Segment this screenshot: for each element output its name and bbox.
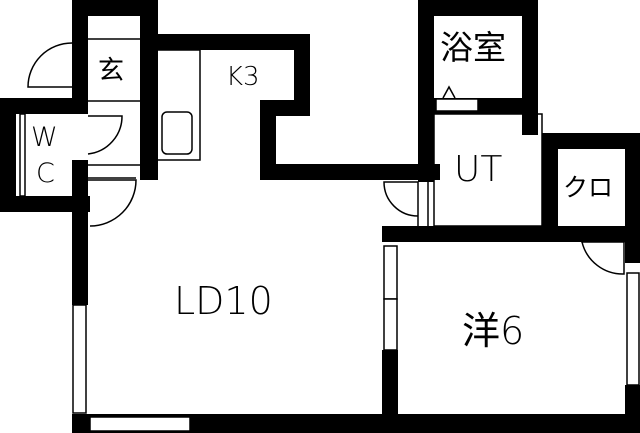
room-label-kitchen: K3 bbox=[226, 62, 260, 92]
room-label-bathroom: 浴室 bbox=[440, 28, 506, 67]
room-label-western-room: 洋6 bbox=[462, 309, 525, 353]
interior-lines bbox=[88, 38, 625, 243]
room-label-utility: UT bbox=[454, 149, 503, 190]
entrance-door-swing bbox=[27, 42, 73, 88]
wc-door-swing bbox=[87, 115, 123, 155]
door-swings bbox=[27, 42, 625, 275]
room-label-wc-top: W bbox=[31, 122, 58, 153]
ut-door-swing bbox=[383, 181, 419, 217]
room-label-entrance: 玄 bbox=[98, 56, 125, 86]
ld-door-swing bbox=[88, 179, 137, 227]
room-label-wc-bottom: C bbox=[36, 158, 55, 189]
room-label-closet: クロ bbox=[563, 173, 614, 202]
windows bbox=[19, 113, 640, 432]
western-door-swing bbox=[581, 241, 625, 275]
room-label-living-dining: LD10 bbox=[174, 279, 273, 323]
